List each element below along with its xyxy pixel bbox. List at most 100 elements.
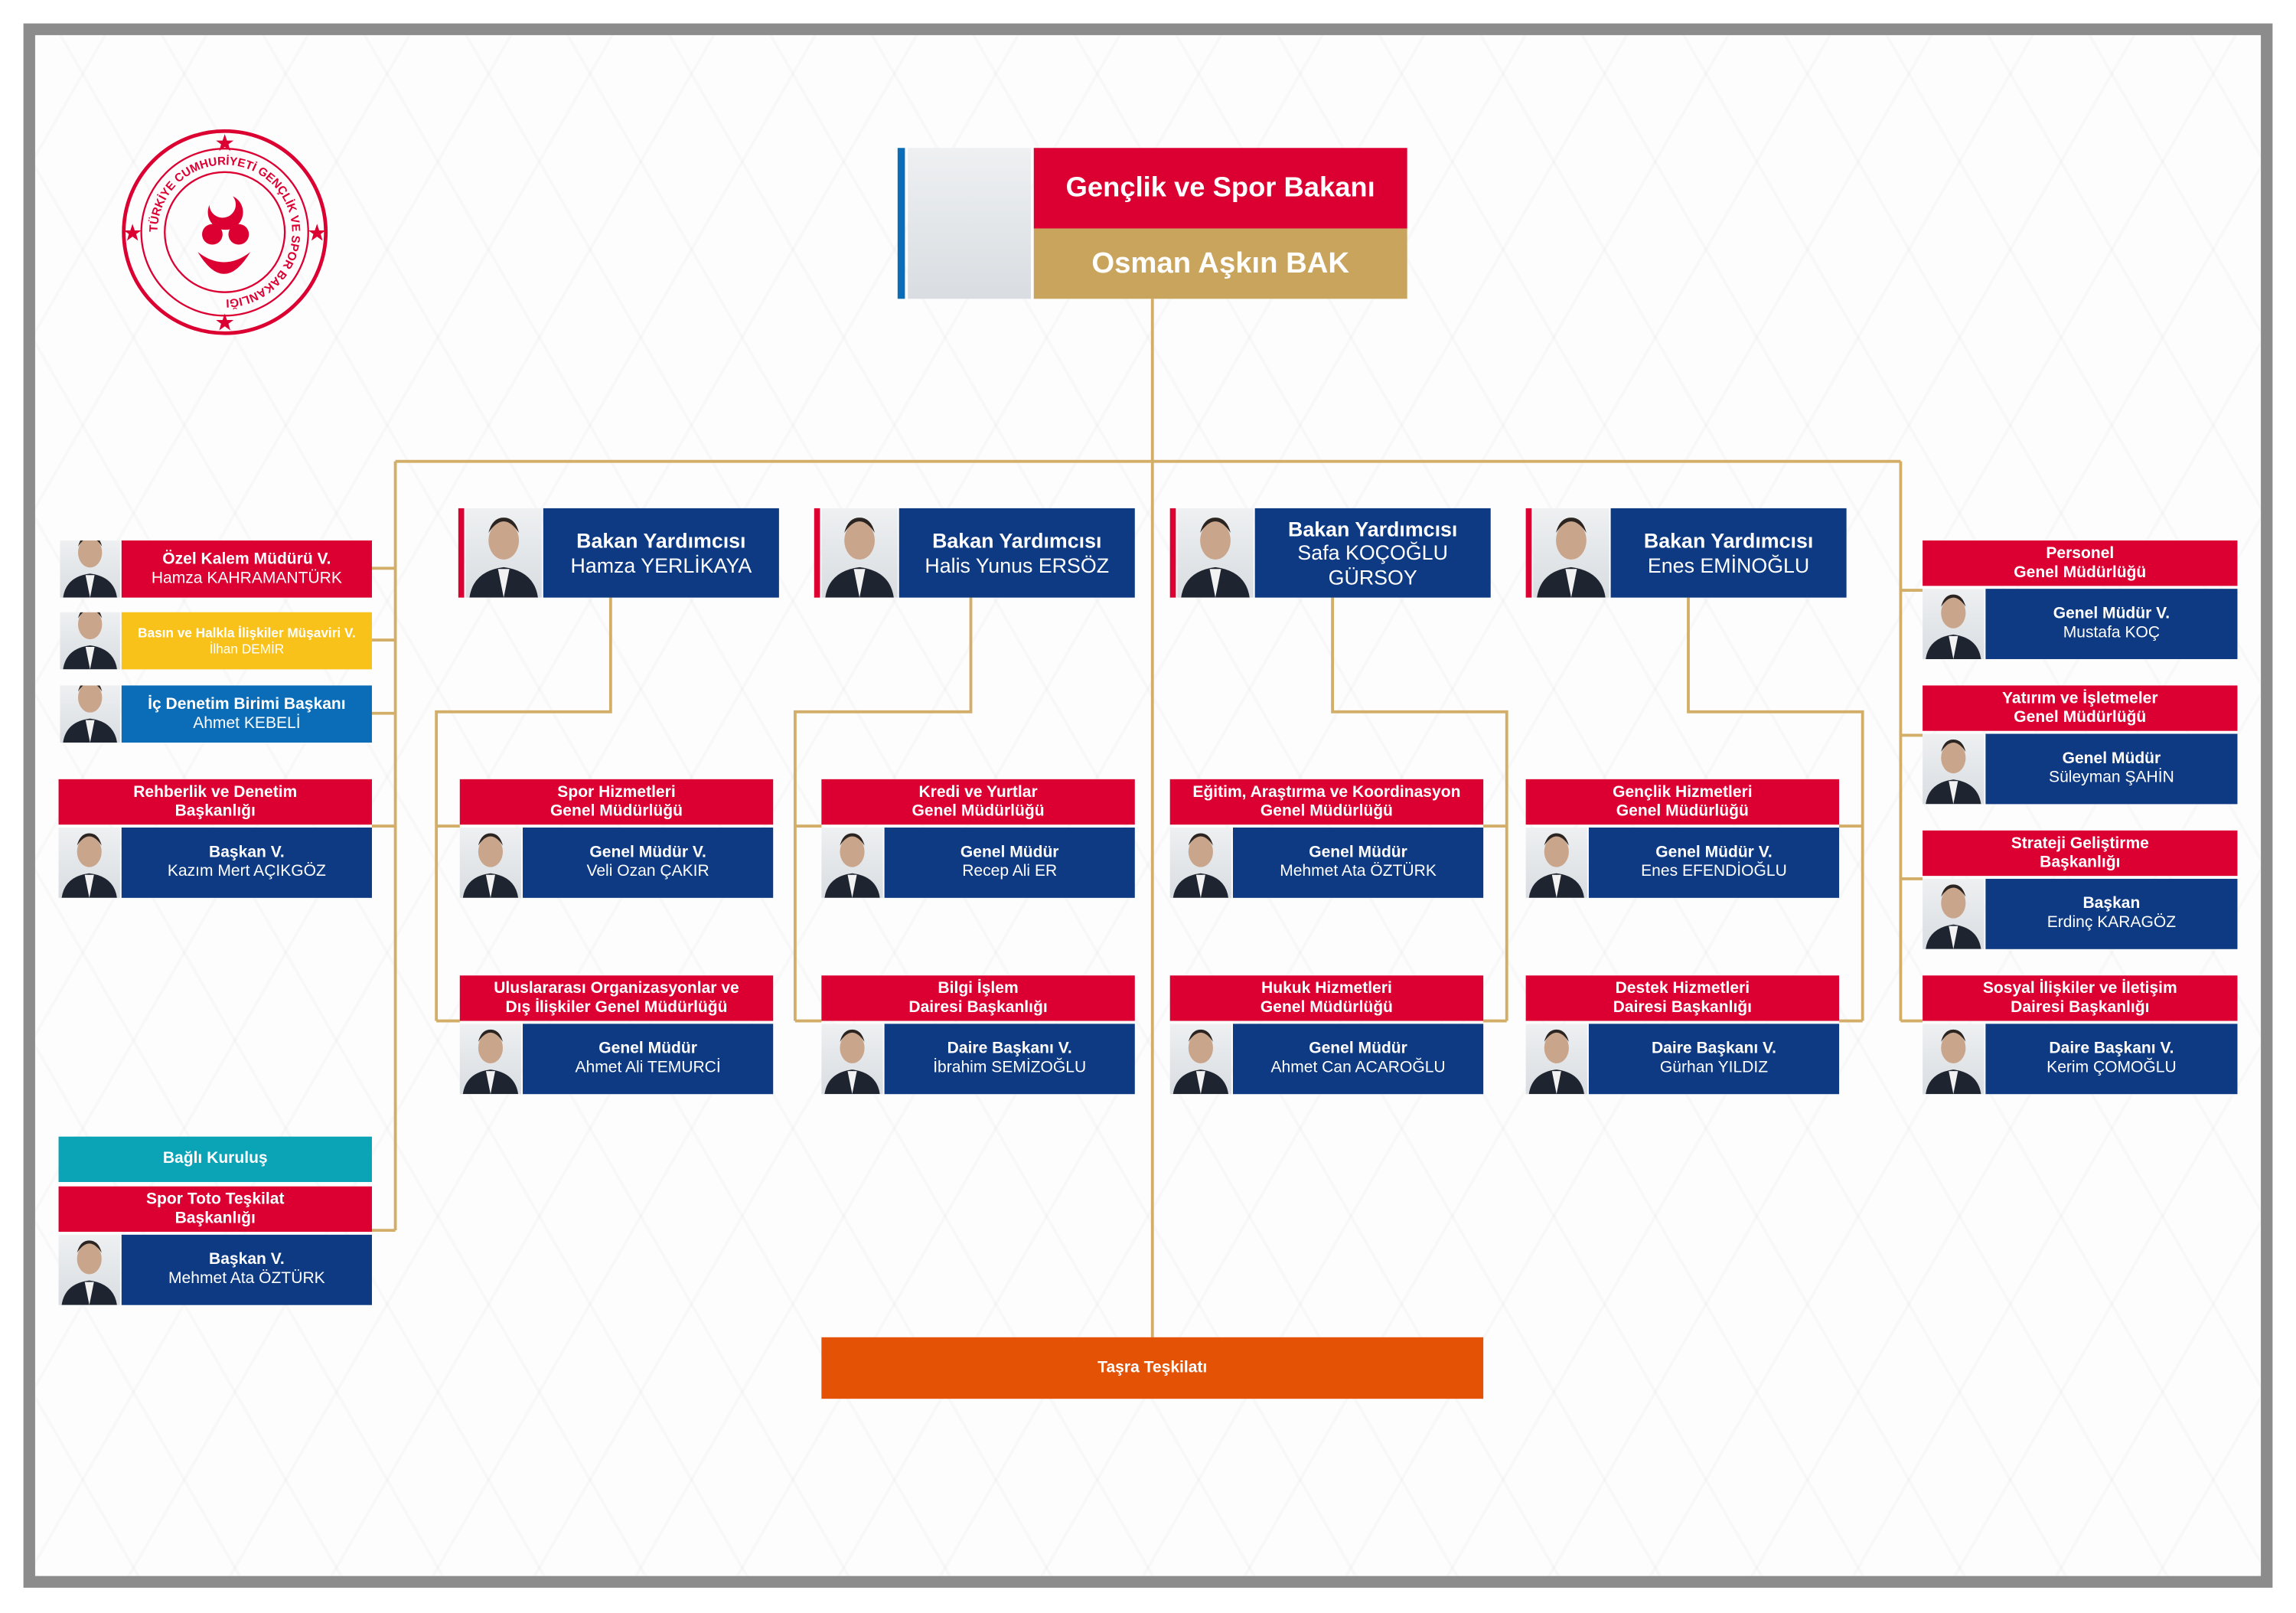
department-2-head-name: Ahmet Ali TEMURCİ xyxy=(575,1059,721,1077)
deputy-card-3-name: Safa KOÇOĞLU GÜRSOY xyxy=(1297,540,1448,589)
deputy-card-2-name: Halis Yunus ERSÖZ xyxy=(925,553,1110,576)
right-unit-4-unit-line: Sosyal İlişkiler ve İletişim xyxy=(1982,979,2177,998)
department-5-head-title: Genel Müdür xyxy=(1309,844,1407,862)
spor-toto-head-name: Mehmet Ata ÖZTÜRK xyxy=(168,1269,325,1288)
deputy-card-2-photo xyxy=(821,508,898,598)
deputy-card-4-name: Enes EMİNOĞLU xyxy=(1647,553,1810,576)
department-7-head[interactable]: Genel Müdür V.Enes EFENDİOĞLU xyxy=(1588,827,1840,898)
department-3-unit-line: Genel Müdürlüğü xyxy=(912,802,1045,820)
staff-card-1[interactable]: Özel Kalem Müdürü V.Hamza KAHRAMANTÜRK xyxy=(121,540,372,598)
deputy-card-2-title: Bakan Yardımcısı xyxy=(932,529,1102,553)
department-3-head-title: Genel Müdür xyxy=(960,844,1059,862)
right-unit-3-unit-line: Strateji Geliştirme xyxy=(2011,834,2149,853)
guidance-board-unit-line: Rehberlik ve Denetim xyxy=(133,783,298,802)
right-unit-4-head-photo xyxy=(1923,1024,1985,1095)
right-unit-2-head-name: Süleyman ŞAHİN xyxy=(2049,769,2174,787)
right-unit-3-head-name: Erdinç KARAGÖZ xyxy=(2047,913,2177,932)
department-7-unit-line: Genel Müdürlüğü xyxy=(1616,802,1749,820)
spor-toto-unit-line: Spor Toto Teşkilat xyxy=(145,1190,285,1209)
department-5-head-name: Mehmet Ata ÖZTÜRK xyxy=(1280,862,1437,880)
guidance-board-head[interactable]: Başkan V.Kazım Mert AÇIKGÖZ xyxy=(121,827,372,898)
person-silhouette-icon xyxy=(824,1029,880,1095)
right-unit-1-head-photo xyxy=(1923,589,1985,659)
person-silhouette-icon xyxy=(1172,1029,1229,1095)
person-silhouette-icon xyxy=(63,540,117,598)
minister-photo xyxy=(908,148,1031,299)
department-3-head-name: Recep Ali ER xyxy=(962,862,1058,880)
right-unit-1-head-title: Genel Müdür V. xyxy=(2053,605,2170,623)
department-4-head-photo xyxy=(821,1024,883,1095)
right-unit-1-unit-line: Personel xyxy=(2046,544,2115,563)
department-5-unit-line: Genel Müdürlüğü xyxy=(1260,802,1393,820)
right-unit-1-head[interactable]: Genel Müdür V.Mustafa KOÇ xyxy=(1985,589,2238,659)
logo-text: TÜRKİYE CUMHURİYETİ GENÇLİK VE SPOR BAKA… xyxy=(148,155,302,310)
person-silhouette-icon xyxy=(462,1029,519,1095)
deputy-accent-bar xyxy=(1169,508,1176,598)
person-silhouette-icon xyxy=(1537,518,1606,598)
spor-toto-unit-line: Başkanlığı xyxy=(174,1209,256,1227)
department-7-unit-line: Gençlik Hizmetleri xyxy=(1613,783,1753,802)
department-2-unit-line: Uluslararası Organizasyonlar ve xyxy=(494,979,739,998)
staff-card-2-name: İlhan DEMİR xyxy=(209,641,285,656)
right-unit-2-unit-line: Yatırım ve İşletmeler xyxy=(2002,689,2158,707)
department-1-head-name: Veli Ozan ÇAKIR xyxy=(586,862,709,880)
person-silhouette-icon xyxy=(462,833,519,898)
right-unit-3-head-photo xyxy=(1923,878,1985,949)
right-unit-4-head[interactable]: Daire Başkanı V.Kerim ÇOMOĞLU xyxy=(1985,1024,2238,1095)
right-unit-4-head-name: Kerim ÇOMOĞLU xyxy=(2047,1059,2177,1077)
person-silhouette-icon xyxy=(63,685,117,743)
person-silhouette-icon xyxy=(1528,1029,1584,1095)
department-6-unit-line: Hukuk Hizmetleri xyxy=(1261,979,1392,998)
department-1-head[interactable]: Genel Müdür V.Veli Ozan ÇAKIR xyxy=(523,827,774,898)
deputy-card-1-photo xyxy=(465,508,542,598)
department-8-head[interactable]: Daire Başkanı V.Gürhan YILDIZ xyxy=(1588,1024,1840,1095)
deputy-accent-bar xyxy=(458,508,465,598)
deputy-card-3-photo xyxy=(1177,508,1254,598)
person-silhouette-icon xyxy=(824,833,880,898)
right-unit-1-head-name: Mustafa KOÇ xyxy=(2063,624,2161,642)
spor-toto-head[interactable]: Başkan V.Mehmet Ata ÖZTÜRK xyxy=(121,1234,372,1305)
person-silhouette-icon xyxy=(1528,833,1584,898)
staff-card-2[interactable]: Basın ve Halkla İlişkiler Müşaviri V.İlh… xyxy=(121,612,372,670)
department-8-unit-line: Dairesi Başkanlığı xyxy=(1613,998,1753,1016)
department-4-head[interactable]: Daire Başkanı V.İbrahim SEMİZOĞLU xyxy=(884,1024,1135,1095)
provincial-organization[interactable]: Taşra Teşkilatı xyxy=(821,1337,1484,1399)
staff-card-2-photo xyxy=(60,612,120,670)
department-4-head-name: İbrahim SEMİZOĞLU xyxy=(933,1059,1087,1077)
department-8-head-name: Gürhan YILDIZ xyxy=(1659,1059,1769,1077)
connector-deputy-2 xyxy=(793,597,973,1023)
connector-left-vertical xyxy=(371,461,397,1233)
person-silhouette-icon xyxy=(1181,518,1250,598)
department-1-head-photo xyxy=(459,827,522,898)
deputy-accent-bar xyxy=(1525,508,1532,598)
department-4-unit-line: Bilgi İşlem xyxy=(938,979,1019,998)
deputy-card-3-title: Bakan Yardımcısı xyxy=(1287,518,1458,541)
minister-accent-bar xyxy=(897,148,905,299)
deputy-card-4-title: Bakan Yardımcısı xyxy=(1643,529,1814,553)
